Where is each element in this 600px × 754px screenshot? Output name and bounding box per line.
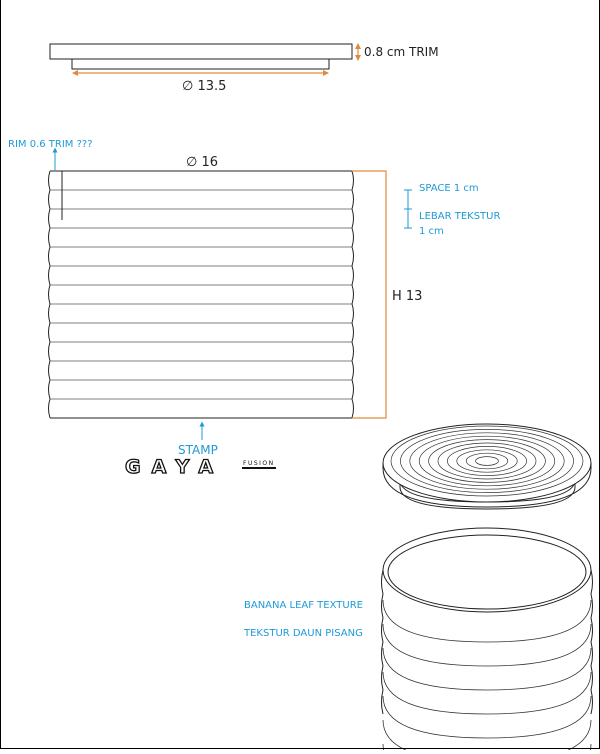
lid-perspective-view	[382, 423, 592, 510]
lid-ring	[447, 446, 527, 476]
height-label: H 13	[392, 289, 423, 304]
tekstur-daun-pisang-label: TEKSTUR DAUN PISANG	[244, 628, 363, 639]
lid-rim-edge	[382, 463, 592, 508]
cylinder-top-inner	[387, 534, 587, 610]
texture-width-label-line1: LEBAR TEKSTUR	[419, 211, 501, 222]
stamp-label: STAMP	[178, 443, 218, 457]
lid-ring	[437, 442, 537, 480]
cylinder-rib-arc	[382, 623, 592, 667]
space-label: SPACE 1 cm	[419, 183, 479, 194]
logo-wordmark: GAYA	[125, 456, 224, 478]
body-side-view	[48, 147, 412, 440]
texture-width-dimension	[404, 209, 412, 229]
cylinder-rib-arc	[382, 647, 592, 691]
cylinder-rib-arc	[382, 719, 592, 754]
lid-ring	[409, 432, 565, 490]
cylinder-rib-arc	[382, 599, 592, 643]
gaya-fusion-logo: GAYA FUSION	[124, 455, 276, 479]
lid-concentric-rings	[390, 425, 584, 497]
cylinder-left-wall	[381, 569, 384, 715]
lid-ring	[390, 425, 584, 497]
banana-leaf-texture-label: BANANA LEAF TEXTURE	[244, 600, 363, 611]
lid-trim-label: 0.8 cm TRIM	[364, 45, 439, 59]
rim-trim-label: RIM 0.6 TRIM ???	[8, 139, 93, 150]
lid-ring	[465, 452, 509, 470]
body-perspective-view	[381, 527, 593, 754]
body-rib-lines	[50, 189, 352, 400]
cylinder-rib-arc	[382, 671, 592, 715]
cylinder-rib-arc	[382, 695, 592, 739]
lid-diameter-label: ∅ 13.5	[182, 79, 227, 94]
lid-ring	[418, 435, 556, 487]
lid-ring	[475, 456, 499, 466]
cylinder-rib-lines	[382, 599, 592, 754]
logo-suffix: FUSION	[243, 460, 275, 467]
height-dimension-bracket	[352, 170, 387, 419]
lid-bottom-rim	[399, 479, 576, 510]
lid-ring	[400, 429, 574, 493]
lid-side-view	[49, 43, 361, 76]
texture-width-label-line2: 1 cm	[419, 226, 444, 237]
lid-bottom-trim	[71, 58, 330, 70]
body-diameter-label: ∅ 16	[186, 155, 218, 170]
cylinder-right-wall	[590, 569, 593, 715]
cylinder-top-outer	[382, 527, 592, 613]
body-right-wall	[351, 170, 354, 419]
body-left-wall	[48, 170, 51, 419]
lid-ring	[456, 449, 518, 473]
lid-ring	[428, 439, 546, 483]
